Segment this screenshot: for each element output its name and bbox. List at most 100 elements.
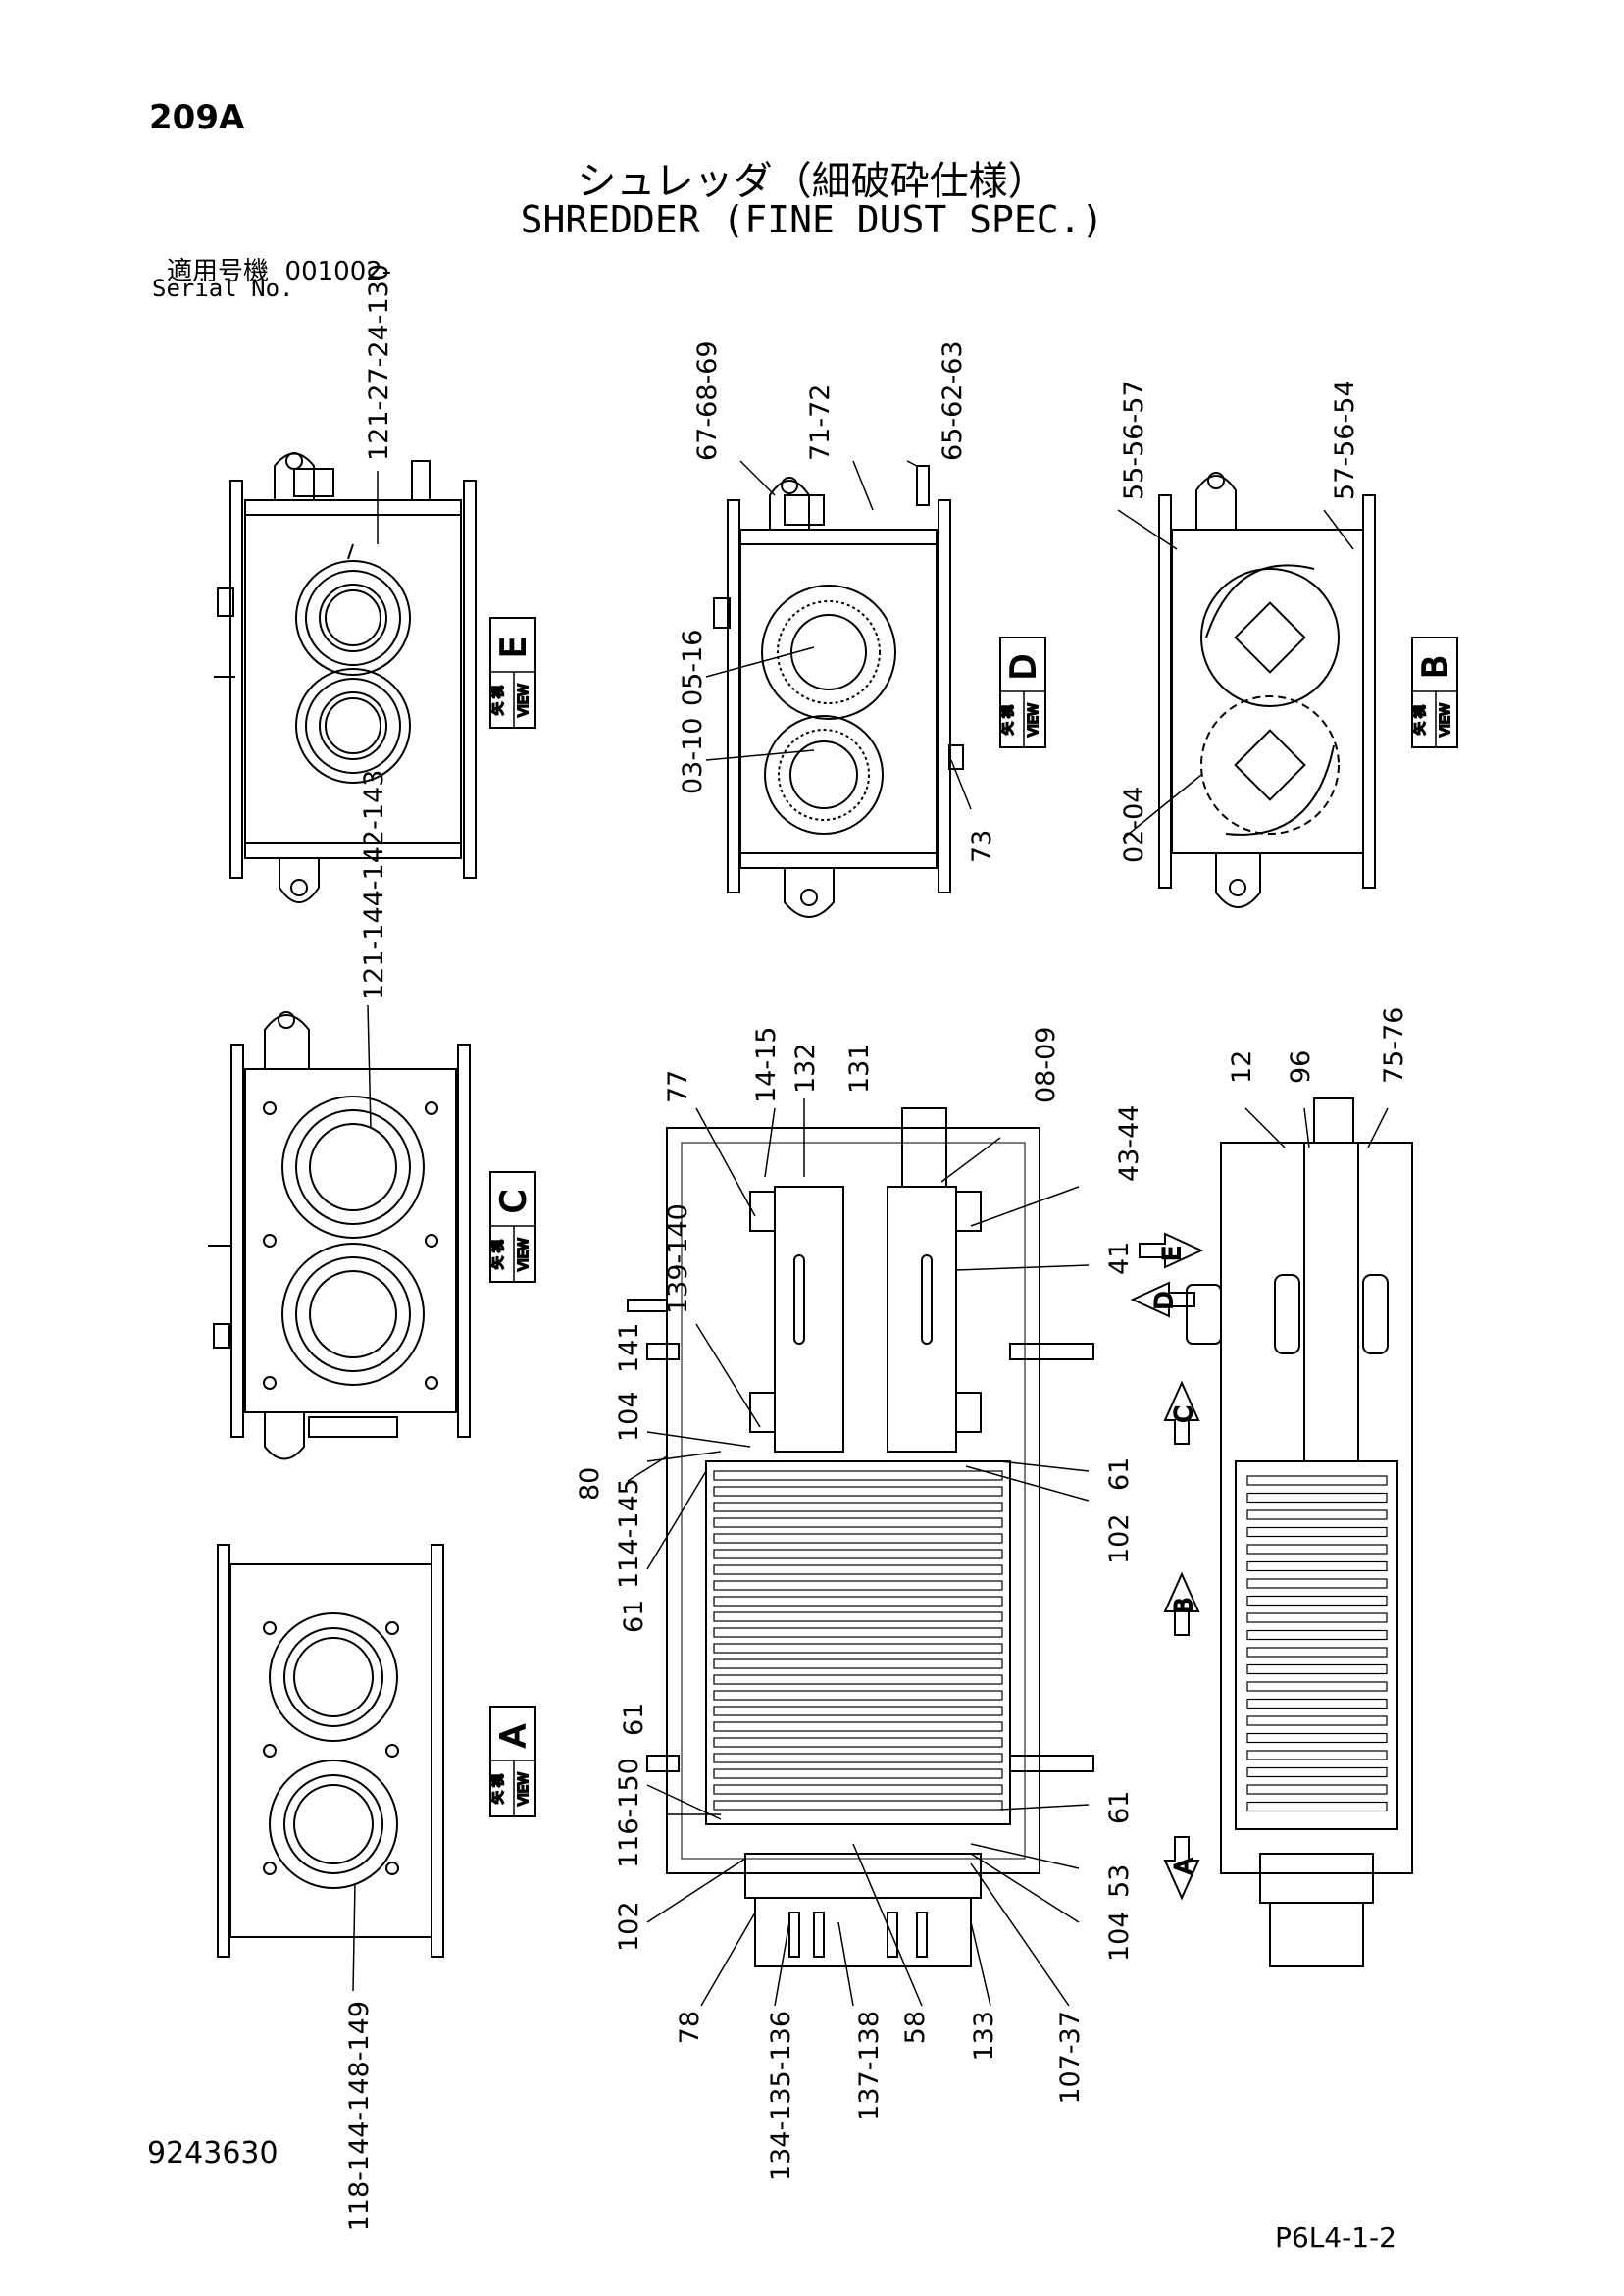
disc-strip: [713, 1658, 1003, 1669]
label-view-b-top-1: 55-56-57: [1119, 380, 1149, 500]
leader-lines: [352, 460, 1389, 2007]
label-main-116-150: 116-150: [614, 1758, 644, 1868]
disc-strip: [713, 1486, 1003, 1497]
label-main-bottom-107-37: 107-37: [1055, 2011, 1086, 2105]
disc-strip: [713, 1737, 1003, 1748]
serial-value: 001002-: [284, 257, 392, 286]
label-view-d-73: 73: [967, 830, 997, 863]
label-view-d-top-3: 65-62-63: [938, 340, 968, 461]
shredder-discs-side: [1246, 1475, 1388, 1812]
document-number: 9243630: [147, 2136, 279, 2170]
label-main-bottom-134-135-136: 134-135-136: [766, 2011, 796, 2181]
label-main-bottom-58: 58: [900, 2011, 931, 2044]
side-view-drawing: [1186, 1097, 1413, 1967]
view-d-jp: 矢 視: [1001, 705, 1016, 735]
arrow-a-letter: A: [1170, 1858, 1197, 1874]
disc-strip: [1246, 1715, 1388, 1726]
label-side-75-76: 75-76: [1379, 1007, 1409, 1084]
label-view-d-top-2: 71-72: [805, 384, 836, 461]
disc-strip: [1246, 1801, 1388, 1812]
label-main-bottom-133: 133: [969, 2011, 999, 2062]
label-view-a-bottom: 118-144-148-149: [344, 2001, 375, 2231]
label-main-bottom-137-138: 137-138: [854, 2011, 885, 2121]
view-e-jp: 矢 視: [491, 686, 506, 715]
view-d-label: D 矢 視 VIEW: [999, 637, 1046, 748]
label-side-96: 96: [1286, 1050, 1316, 1084]
arrow-d-letter: D: [1150, 1292, 1178, 1309]
page-number: 209A: [149, 98, 245, 137]
title-english: SHREDDER (FINE DUST SPEC.): [520, 198, 1104, 241]
disc-strip: [1246, 1578, 1388, 1589]
disc-strip: [713, 1549, 1003, 1559]
label-main-104-right: 104: [1104, 1911, 1135, 1962]
view-a-label: A 矢 視 VIEW: [489, 1706, 536, 1817]
label-main-80: 80: [575, 1467, 605, 1501]
disc-strip: [1246, 1681, 1388, 1692]
label-view-e-top: 121-27-24-130: [364, 264, 394, 461]
disc-strip: [1246, 1698, 1388, 1709]
disc-strip: [713, 1706, 1003, 1716]
disc-strip: [713, 1674, 1003, 1685]
view-a-drawing: [217, 1544, 444, 1958]
label-main-08-09: 08-09: [1031, 1027, 1061, 1103]
label-main-14-15: 14-15: [751, 1027, 782, 1103]
label-main-61-d: 61: [1104, 1791, 1135, 1824]
label-main-61-b: 61: [619, 1703, 649, 1736]
disc-strip: [713, 1690, 1003, 1701]
view-c-en: VIEW: [517, 1238, 532, 1271]
label-view-b-02-04: 02-04: [1119, 787, 1149, 863]
label-main-41: 41: [1104, 1242, 1135, 1275]
disc-strip: [1246, 1526, 1388, 1538]
disc-strip: [1246, 1492, 1388, 1504]
view-b-letter: B: [1416, 655, 1455, 678]
disc-strip: [1246, 1750, 1388, 1760]
disc-strip: [713, 1627, 1003, 1638]
view-a-letter: A: [494, 1724, 533, 1747]
disc-strip: [1246, 1732, 1388, 1744]
disc-strip: [1246, 1784, 1388, 1795]
disc-strip: [713, 1580, 1003, 1591]
disc-strip: [713, 1470, 1003, 1481]
label-main-139-140: 139-140: [663, 1203, 693, 1314]
disc-strip: [713, 1533, 1003, 1544]
part-number-labels: 121-27-24-130 67-68-69 71-72 65-62-63 55…: [344, 264, 1409, 2231]
serial-number-label: Serial No.: [152, 275, 294, 302]
disc-strip: [713, 1753, 1003, 1763]
disc-strip: [713, 1611, 1003, 1622]
disc-strip: [713, 1768, 1003, 1779]
label-view-b-top-2: 57-56-54: [1330, 380, 1360, 500]
view-c-jp: 矢 視: [491, 1240, 506, 1269]
label-main-102-left: 102: [614, 1901, 644, 1952]
disc-strip: [713, 1784, 1003, 1795]
view-e-label: E 矢 視 VIEW: [489, 617, 536, 729]
label-main-53: 53: [1104, 1864, 1135, 1898]
arrow-e-letter: E: [1158, 1246, 1186, 1260]
label-main-141: 141: [614, 1322, 644, 1373]
label-main-104-left: 104: [614, 1391, 644, 1442]
view-c-label: C 矢 視 VIEW: [489, 1171, 536, 1283]
arrow-e-marker: E: [1139, 1232, 1204, 1269]
disc-strip: [1246, 1612, 1388, 1623]
main-section-drawing: [627, 1107, 1094, 1967]
arrow-a-marker: A: [1163, 1836, 1200, 1901]
arrow-c-marker: C: [1163, 1380, 1200, 1445]
arrow-d-marker: D: [1130, 1281, 1195, 1318]
view-c-letter: C: [494, 1190, 533, 1213]
label-main-132: 132: [790, 1043, 821, 1094]
arrow-b-letter: B: [1170, 1598, 1197, 1613]
view-d-letter: D: [1004, 654, 1043, 680]
disc-strip: [713, 1517, 1003, 1528]
label-main-131: 131: [844, 1043, 875, 1094]
view-d-drawing: [713, 465, 964, 918]
view-e-drawing: [214, 452, 477, 903]
disc-strip: [713, 1643, 1003, 1654]
view-e-en: VIEW: [517, 684, 532, 717]
view-d-en: VIEW: [1027, 703, 1041, 737]
label-main-61-a: 61: [619, 1600, 649, 1633]
disc-strip: [713, 1502, 1003, 1512]
label-main-77: 77: [663, 1070, 693, 1103]
view-b-jp: 矢 視: [1413, 705, 1428, 735]
label-main-bottom-78: 78: [675, 2011, 705, 2044]
disc-strip: [1246, 1766, 1388, 1778]
view-b-drawing: [1158, 472, 1376, 908]
